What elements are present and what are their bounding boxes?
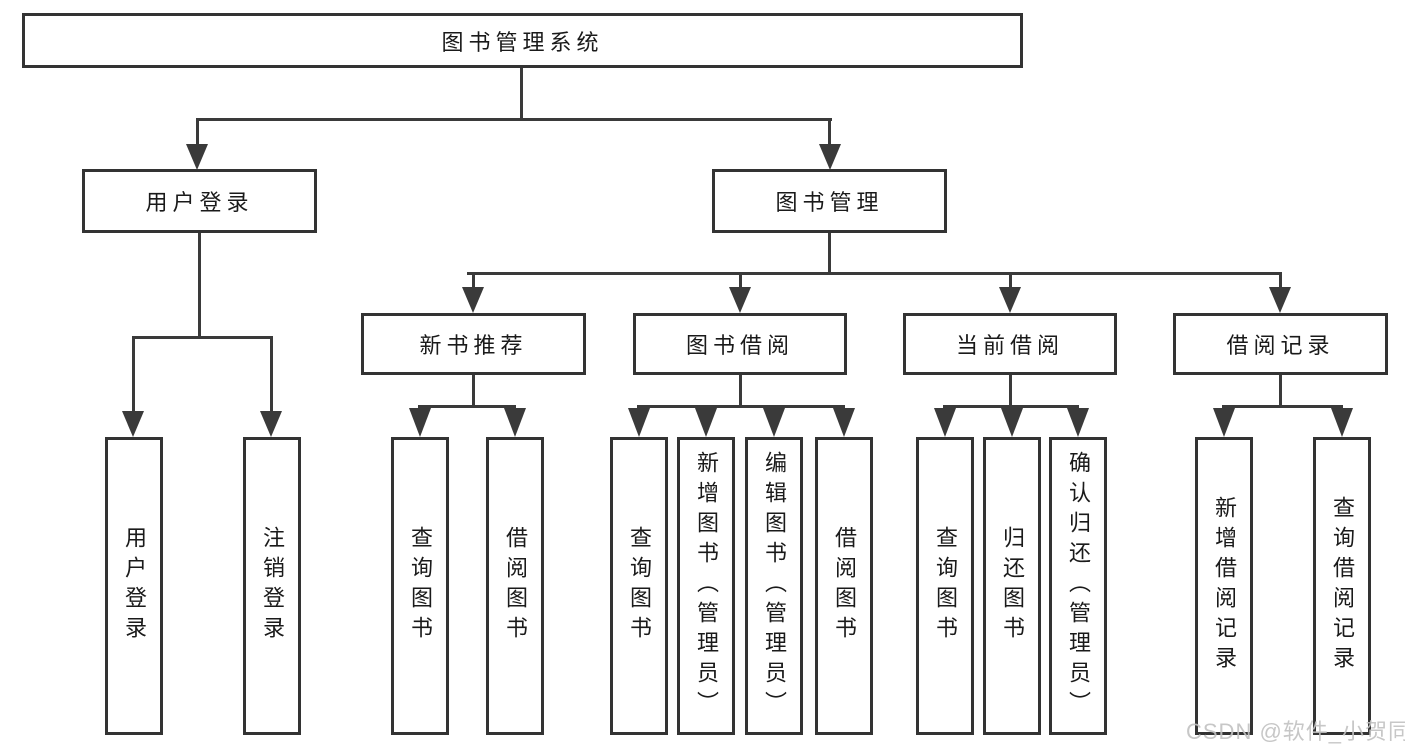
edge-user-login-stem	[198, 233, 201, 338]
arrowhead-icon	[999, 287, 1021, 313]
node-leaf-add-borrow-record: 新增借阅记录	[1195, 437, 1253, 735]
node-leaf-add-book-admin-label: 新增图书（管理员）	[694, 451, 719, 721]
arrowhead-icon	[833, 408, 855, 437]
arrowhead-icon	[1067, 408, 1089, 437]
node-leaf-borrow-book-a-label: 借阅图书	[503, 526, 528, 646]
edge-user-login-bar	[132, 336, 273, 339]
arrowhead-icon	[122, 411, 144, 437]
node-user-login: 用户登录	[82, 169, 317, 233]
node-leaf-add-borrow-record-label: 新增借阅记录	[1212, 496, 1237, 676]
node-new-book-recommend-label: 新书推荐	[419, 333, 528, 358]
node-root: 图书管理系统	[22, 13, 1023, 68]
node-leaf-borrow-book-a: 借阅图书	[486, 437, 544, 735]
node-leaf-user-login-label: 用户登录	[122, 526, 147, 646]
node-leaf-query-book-a-label: 查询图书	[408, 526, 433, 646]
arrowhead-icon	[1213, 408, 1235, 437]
node-leaf-logout-label: 注销登录	[260, 526, 285, 646]
edge-to-book-borrow	[739, 272, 742, 288]
edge-to-leaf-logout	[270, 336, 273, 412]
edge-book-borrow-stem	[739, 375, 742, 407]
arrowhead-icon	[462, 287, 484, 313]
arrowhead-icon	[729, 287, 751, 313]
arrowhead-icon	[1269, 287, 1291, 313]
node-leaf-edit-book-admin-label: 编辑图书（管理员）	[762, 451, 787, 721]
node-leaf-confirm-return-admin-label: 确认归还（管理员）	[1066, 451, 1091, 721]
edge-new-book-bar	[418, 405, 516, 408]
csdn-watermark: CSDN @软件_小贺同学	[1186, 719, 1405, 744]
edge-to-new-book	[472, 272, 475, 288]
edge-borrow-records-stem	[1279, 375, 1282, 407]
edge-to-user-login	[196, 118, 199, 146]
node-borrow-records: 借阅记录	[1173, 313, 1388, 375]
node-leaf-query-book-b: 查询图书	[610, 437, 668, 735]
arrowhead-icon	[695, 408, 717, 437]
node-user-login-label: 用户登录	[145, 190, 254, 215]
arrowhead-icon	[819, 144, 841, 170]
arrowhead-icon	[186, 144, 208, 170]
node-root-label: 图书管理系统	[441, 29, 604, 55]
arrowhead-icon	[260, 411, 282, 437]
node-leaf-edit-book-admin: 编辑图书（管理员）	[745, 437, 803, 735]
edge-to-borrow-records	[1279, 272, 1282, 288]
node-leaf-add-book-admin: 新增图书（管理员）	[677, 437, 735, 735]
arrowhead-icon	[409, 408, 431, 437]
node-borrow-records-label: 借阅记录	[1226, 333, 1335, 358]
node-book-borrow-label: 图书借阅	[685, 333, 794, 358]
node-leaf-query-book-c-label: 查询图书	[933, 526, 958, 646]
edge-new-book-stem	[472, 375, 475, 407]
node-book-management-label: 图书管理	[775, 190, 884, 215]
arrowhead-icon	[934, 408, 956, 437]
node-leaf-return-book-label: 归还图书	[1000, 526, 1025, 646]
edge-book-borrow-bar	[637, 405, 845, 408]
edge-to-current-borrow	[1009, 272, 1012, 288]
node-leaf-borrow-book-b: 借阅图书	[815, 437, 873, 735]
node-leaf-logout: 注销登录	[243, 437, 301, 735]
arrowhead-icon	[628, 408, 650, 437]
node-current-borrow-label: 当前借阅	[955, 333, 1064, 358]
node-book-borrow: 图书借阅	[633, 313, 847, 375]
node-new-book-recommend: 新书推荐	[361, 313, 586, 375]
node-leaf-query-borrow-record-label: 查询借阅记录	[1330, 496, 1355, 676]
node-leaf-query-borrow-record: 查询借阅记录	[1313, 437, 1371, 735]
node-leaf-query-book-b-label: 查询图书	[627, 526, 652, 646]
arrowhead-icon	[504, 408, 526, 437]
edge-current-borrow-bar	[943, 405, 1079, 408]
edge-to-leaf-login	[132, 336, 135, 412]
node-leaf-query-book-c: 查询图书	[916, 437, 974, 735]
node-book-management: 图书管理	[712, 169, 947, 233]
edge-to-book-management	[828, 118, 831, 146]
arrowhead-icon	[763, 408, 785, 437]
edge-root-stem	[520, 68, 523, 120]
node-current-borrow: 当前借阅	[903, 313, 1117, 375]
edge-level3-bar	[467, 272, 1282, 275]
edge-level2-bar	[196, 118, 832, 121]
node-leaf-confirm-return-admin: 确认归还（管理员）	[1049, 437, 1107, 735]
node-leaf-query-book-a: 查询图书	[391, 437, 449, 735]
edge-book-management-stem	[828, 233, 831, 274]
node-leaf-user-login: 用户登录	[105, 437, 163, 735]
edge-current-borrow-stem	[1009, 375, 1012, 407]
node-leaf-borrow-book-b-label: 借阅图书	[832, 526, 857, 646]
node-leaf-return-book: 归还图书	[983, 437, 1041, 735]
arrowhead-icon	[1331, 408, 1353, 437]
edge-borrow-records-bar	[1222, 405, 1343, 408]
arrowhead-icon	[1001, 408, 1023, 437]
